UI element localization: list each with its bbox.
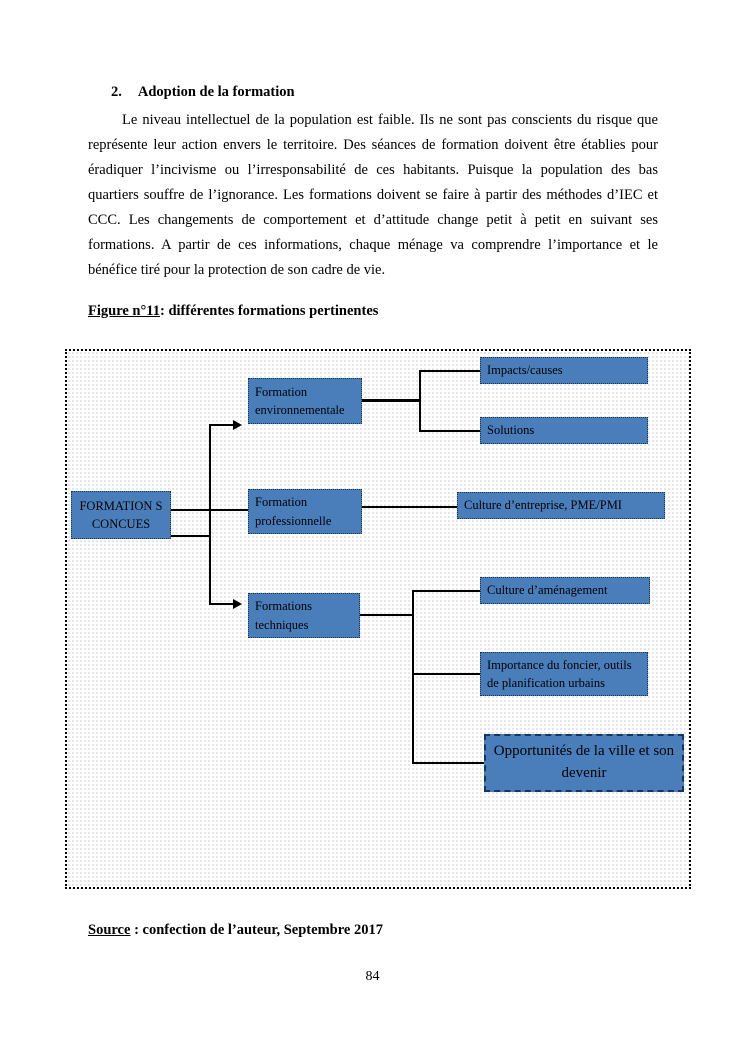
connector-environnementale-junction [362, 399, 420, 402]
section-number: 2. [111, 84, 122, 100]
section-heading: 2. Adoption de la formation [111, 84, 745, 101]
figure-caption-text: : différentes formations pertinentes [160, 303, 379, 319]
connector-junction2-vertical [412, 590, 414, 763]
diagram-box-importance-foncier: Importance du foncier, outils de planifi… [480, 652, 648, 696]
figure-caption: Figure n°11: différentes formations pert… [88, 303, 745, 320]
connector-junction2-foncier [412, 673, 480, 675]
page-number: 84 [365, 969, 380, 984]
connector-professionnelle-entreprise [362, 506, 457, 508]
connector-environnementale-stub [209, 424, 234, 426]
connector-techniques-stub [209, 603, 234, 605]
connector-techniques-junction [360, 614, 413, 616]
diagram-box-impacts-causes: Impacts/causes [480, 357, 648, 384]
diagram-box-opportunites-ville: Opportunités de la ville et son devenir [484, 734, 684, 792]
connector-junction1-vertical [419, 370, 421, 432]
arrowhead-techniques [233, 599, 242, 609]
diagram-box-solutions: Solutions [480, 417, 648, 444]
figure-diagram: FORMATION S CONCUES Formation environnem… [65, 349, 691, 889]
diagram-box-formations-concues: FORMATION S CONCUES [71, 491, 171, 539]
figure-caption-label: Figure n°11 [88, 303, 160, 319]
connector-junction2-amenagement [412, 590, 480, 592]
diagram-box-formation-professionnelle: Formation professionnelle [248, 489, 362, 534]
connector-junction2-opportunites [412, 762, 484, 764]
connector-root-riser [209, 424, 211, 604]
source-text: : confection de l’auteur, Septembre 2017 [130, 922, 383, 938]
connector-junction1-impacts [419, 370, 480, 372]
section-title: Adoption de la formation [137, 84, 295, 100]
connector-root-lower-stub [171, 535, 210, 537]
diagram-box-formation-environnementale: Formation environnementale [248, 378, 362, 424]
connector-junction1-solutions [419, 430, 480, 432]
arrowhead-environnementale [233, 420, 242, 430]
diagram-box-culture-amenagement: Culture d’aménagement [480, 577, 650, 604]
diagram-box-formations-techniques: Formations techniques [248, 593, 360, 638]
diagram-box-culture-entreprise: Culture d’entreprise, PME/PMI [457, 492, 665, 519]
source-label: Source [88, 922, 131, 938]
source-line: Source : confection de l’auteur, Septemb… [88, 922, 745, 939]
body-paragraph: Le niveau intellectuel de la population … [88, 112, 658, 278]
